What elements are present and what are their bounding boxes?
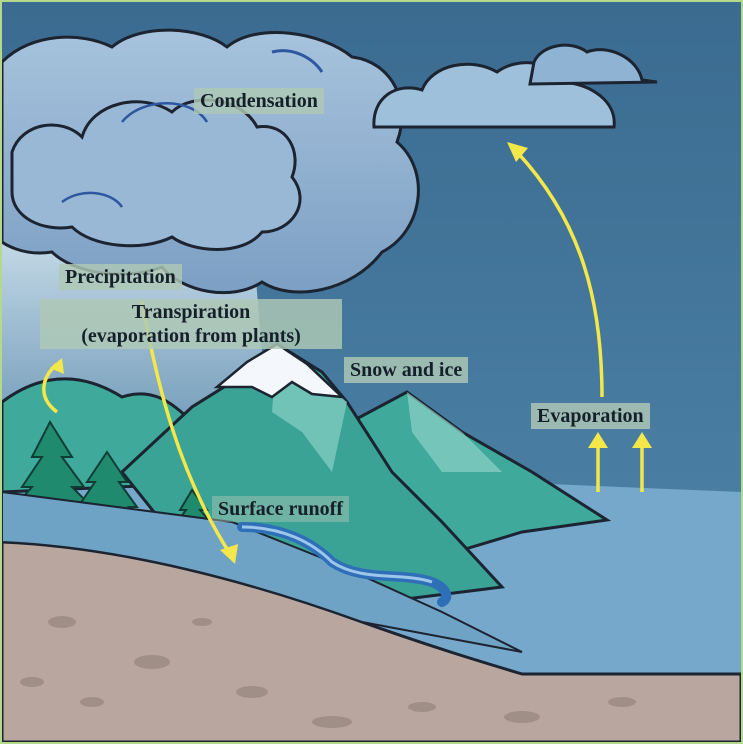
label-precipitation: Precipitation [59,264,182,290]
ground-pebbles [20,616,636,728]
evaporation-curve-arrow [515,150,604,398]
label-surface-runoff: Surface runoff [212,496,349,522]
label-transpiration-title: Transpiration [131,301,251,323]
condensation-cloud [2,28,420,295]
label-transpiration-subtitle: (evaporation from plants) [81,325,301,347]
label-evaporation: Evaporation [531,403,650,429]
snow-cap [213,342,346,399]
evaporation-cloud [372,43,658,129]
label-snow-and-ice: Snow and ice [344,357,469,383]
label-transpiration: Transpiration (evaporation from plants) [40,299,342,349]
label-condensation: Condensation [194,88,324,114]
hillside [2,490,523,653]
